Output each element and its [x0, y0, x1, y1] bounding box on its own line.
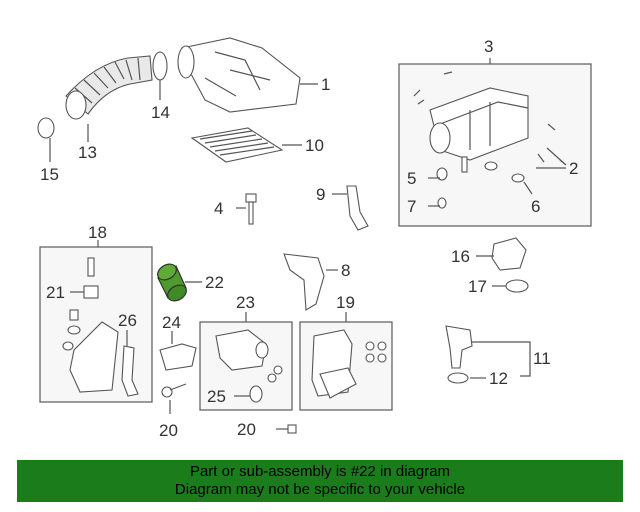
callout-22[interactable]: 22	[205, 273, 224, 292]
bolt-20a-part	[161, 383, 187, 398]
air-cleaner-assembly-part	[413, 71, 556, 209]
callout-12: 12	[489, 369, 508, 388]
callout-17: 17	[468, 277, 487, 296]
callout-7: 7	[407, 197, 416, 216]
bolt-20b-part	[276, 424, 297, 434]
callout-10: 10	[305, 136, 324, 155]
callout-23: 23	[236, 293, 255, 312]
clamp-15-part	[37, 117, 55, 139]
banner-line-1: Part or sub-assembly is #22 in diagram	[189, 463, 451, 480]
air-filter-part	[190, 127, 284, 163]
clamp-14-part	[152, 51, 168, 81]
box-23-parts	[215, 329, 283, 403]
callout-26: 26	[118, 311, 137, 330]
callout-5: 5	[407, 169, 416, 188]
callout-6: 6	[531, 197, 540, 216]
part-24-part	[159, 343, 197, 371]
callout-21: 21	[46, 283, 65, 302]
callout-20a: 20	[159, 421, 178, 440]
callout-18: 18	[88, 223, 107, 242]
callout-13: 13	[78, 143, 97, 162]
oring-12-part	[447, 372, 469, 384]
box-18-parts	[62, 257, 139, 397]
clamp-17-part	[505, 279, 529, 293]
bracket-9-part	[346, 185, 369, 231]
callout-9: 9	[316, 185, 325, 204]
info-banner: Part or sub-assembly is #22 in diagram D…	[17, 460, 623, 502]
callout-4: 4	[214, 199, 223, 218]
callout-14: 14	[151, 103, 170, 122]
callout-2: 2	[569, 159, 578, 178]
callout-8: 8	[341, 261, 350, 280]
parts-diagram: 1 2 3 4 5 6 7 8 9 10 11 12 13 14 15 16 1…	[37, 37, 592, 440]
callout-15: 15	[40, 165, 59, 184]
callout-1: 1	[321, 75, 330, 94]
callout-11: 11	[533, 349, 551, 368]
sensor-11-part	[445, 325, 473, 369]
bolt-4-part	[245, 193, 257, 225]
leader-lines	[49, 58, 567, 414]
banner-line-2: Diagram may not be specific to your vehi…	[174, 481, 466, 498]
air-housing-1-part	[177, 37, 301, 113]
sensor-16-part	[491, 237, 527, 271]
bracket-8-part	[283, 253, 325, 311]
callout-24: 24	[162, 313, 181, 332]
callout-25: 25	[207, 387, 226, 406]
callout-19: 19	[336, 293, 355, 312]
callout-16: 16	[451, 247, 470, 266]
callout-20b: 20	[237, 420, 256, 439]
part-22-highlighted	[157, 263, 187, 302]
callout-3: 3	[484, 37, 493, 56]
box-19-parts	[311, 329, 387, 399]
intake-hose-part	[65, 55, 153, 120]
